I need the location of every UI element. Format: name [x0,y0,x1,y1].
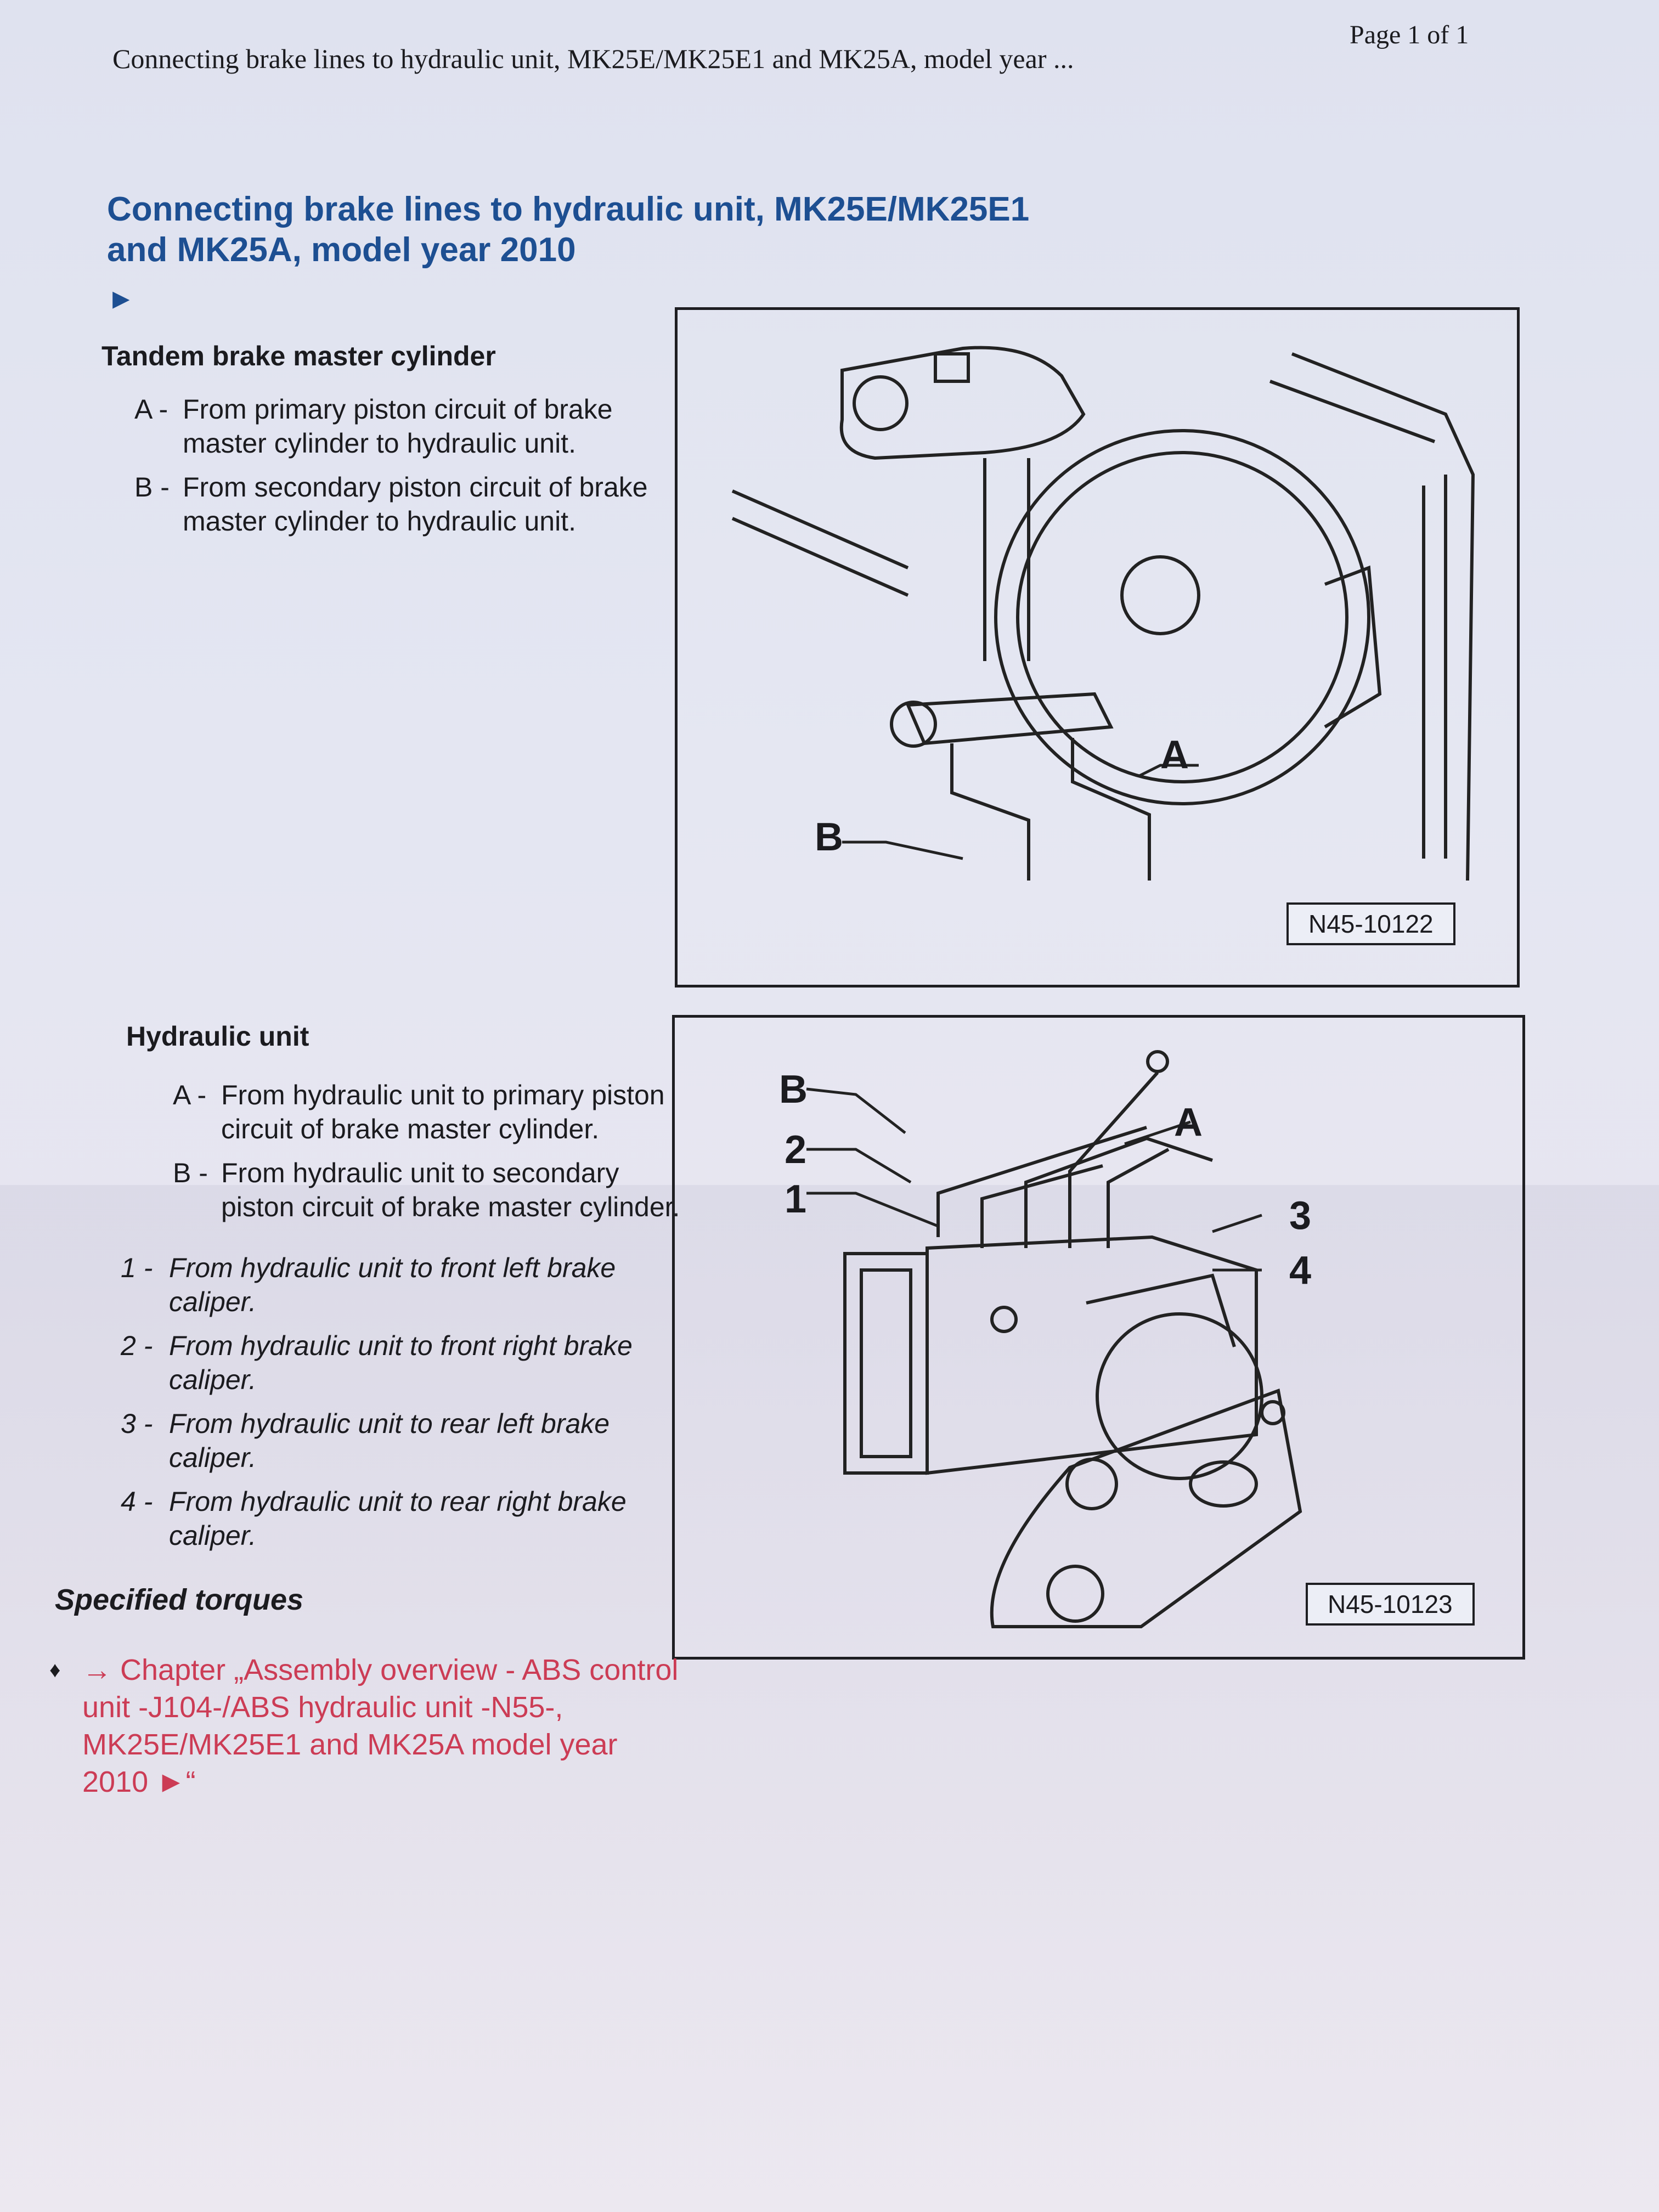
torques-heading: Specified torques [55,1583,304,1616]
callout-4: 4 [1289,1249,1312,1293]
callout-a: A [1160,733,1189,777]
page-header: Connecting brake lines to hydraulic unit… [0,16,1659,93]
page-title: Connecting brake lines to hydraulic unit… [107,190,1030,269]
hydraulic-unit-numbered-legend: 1 - From hydraulic unit to front left bra… [121,1251,669,1562]
section-heading-hydraulic-unit: Hydraulic unit [126,1021,309,1052]
legend-text: From hydraulic unit to secondary piston … [221,1158,680,1222]
hydraulic-unit-drawing [806,1050,1302,1628]
legend-item: B - From secondary piston circuit of brak… [134,470,661,538]
callout-b: B [815,815,843,859]
legend-key: B - [134,472,170,503]
callout-a: A [1174,1101,1203,1144]
legend-item: A - From primary piston circuit of brake … [134,392,661,460]
master-cylinder-drawing [731,346,1475,881]
legend-item: A - From hydraulic unit to primary piston… [173,1078,683,1146]
header-title: Connecting brake lines to hydraulic unit… [112,43,1074,74]
master-cylinder-legend: A - From primary piston circuit of brake … [134,392,661,548]
legend-item: 4 - From hydraulic unit to rear right bra… [121,1485,669,1553]
legend-text: From hydraulic unit to primary piston ci… [221,1080,665,1144]
figure-code: N45-10123 [1306,1583,1475,1626]
header-page-number: Page 1 of 1 [1350,20,1469,49]
legend-text: From secondary piston circuit of brake m… [183,472,648,537]
assembly-overview-link[interactable]: → Chapter „Assembly overview - ABS contr… [82,1654,679,1798]
callout-1: 1 [785,1177,807,1221]
legend-key: A - [134,394,168,425]
legend-item: 1 - From hydraulic unit to front left bra… [121,1251,669,1319]
legend-item: B - From hydraulic unit to secondary pist… [173,1156,683,1224]
legend-text: From hydraulic unit to front left brake … [169,1252,616,1317]
legend-item: 2 - From hydraulic unit to front right br… [121,1329,669,1397]
continue-arrow-icon: ► [107,283,136,315]
legend-text: From hydraulic unit to rear right brake … [169,1486,627,1551]
callout-b: B [779,1068,808,1111]
callout-3: 3 [1289,1194,1312,1238]
callout-2: 2 [785,1128,807,1172]
legend-key: 4 - [121,1486,153,1517]
legend-text: From hydraulic unit to front right brake… [169,1330,633,1395]
bullet-icon: ♦ [49,1658,61,1682]
figure-hydraulic-unit: B 2 1 A 3 4 N45-10123 [672,1015,1525,1660]
hydraulic-unit-legend: A - From hydraulic unit to primary piston… [173,1078,683,1234]
figure-code: N45-10122 [1286,902,1455,945]
figure-master-cylinder: A B N45-10122 [675,307,1520,988]
legend-key: 2 - [121,1330,153,1361]
legend-key: 3 - [121,1408,153,1439]
legend-key: A - [173,1080,207,1110]
legend-item: 3 - From hydraulic unit to rear left brak… [121,1407,669,1475]
legend-key: B - [173,1158,208,1188]
legend-text: From hydraulic unit to rear left brake c… [169,1408,610,1473]
legend-text: From primary piston circuit of brake mas… [183,394,613,459]
section-heading-master-cylinder: Tandem brake master cylinder [101,341,496,371]
legend-key: 1 - [121,1252,153,1283]
